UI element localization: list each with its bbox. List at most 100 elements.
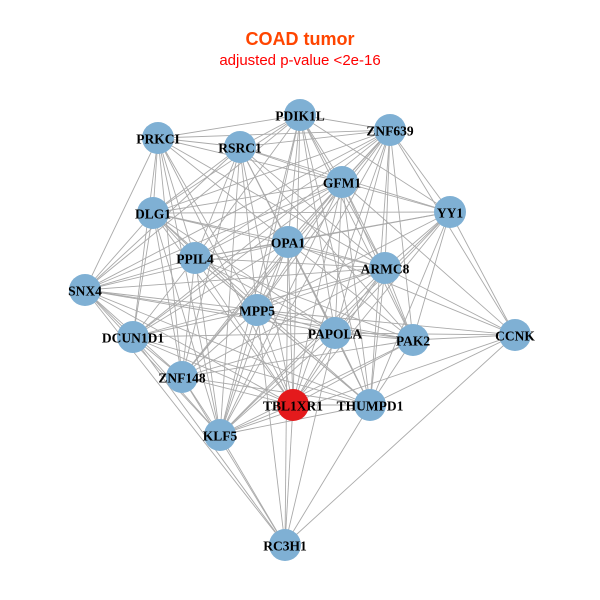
edge-PDIK1L-PRKCI bbox=[157, 114, 301, 139]
edge-PDIK1L-PPIL4 bbox=[194, 114, 301, 259]
edge-DLG1-SNX4 bbox=[84, 212, 154, 291]
node-DCUN1D1[interactable] bbox=[117, 321, 149, 353]
node-PRKCI[interactable] bbox=[142, 122, 174, 154]
edge-ZNF639-PRKCI bbox=[157, 129, 391, 139]
edge-DCUN1D1-THUMPD1 bbox=[132, 336, 371, 406]
node-PAK2[interactable] bbox=[397, 324, 429, 356]
edge-YY1-THUMPD1 bbox=[369, 211, 451, 406]
edge-TBL1XR1-RC3H1 bbox=[284, 404, 294, 546]
node-label-GFM1: GFM1 bbox=[323, 176, 361, 191]
edge-MPP5-RC3H1 bbox=[256, 309, 286, 546]
node-label-DLG1: DLG1 bbox=[135, 207, 171, 222]
edge-PRKCI-DCUN1D1 bbox=[132, 137, 159, 338]
edge-DLG1-KLF5 bbox=[152, 212, 221, 436]
edge-PDIK1L-PAK2 bbox=[299, 114, 414, 341]
node-label-THUMPD1: THUMPD1 bbox=[337, 399, 404, 414]
node-SNX4[interactable] bbox=[69, 274, 101, 306]
node-label-YY1: YY1 bbox=[437, 206, 463, 221]
node-ZNF639[interactable] bbox=[374, 114, 406, 146]
node-label-PAPOLA: PAPOLA bbox=[308, 327, 363, 342]
node-label-SNX4: SNX4 bbox=[68, 284, 102, 299]
node-label-PDIK1L: PDIK1L bbox=[275, 109, 325, 124]
edge-DCUN1D1-TBL1XR1 bbox=[132, 336, 294, 406]
edge-PPIL4-ZNF148 bbox=[181, 257, 196, 378]
edge-GFM1-ZNF148 bbox=[181, 181, 343, 378]
node-PDIK1L[interactable] bbox=[284, 99, 316, 131]
edge-MPP5-DCUN1D1 bbox=[132, 309, 258, 338]
edge-PAK2-CCNK bbox=[412, 334, 516, 341]
edge-DLG1-TBL1XR1 bbox=[152, 212, 294, 406]
edge-GFM1-DCUN1D1 bbox=[132, 181, 343, 338]
edge-DLG1-OPA1 bbox=[152, 212, 289, 243]
node-MPP5[interactable] bbox=[241, 294, 273, 326]
edge-ZNF639-DCUN1D1 bbox=[132, 129, 391, 338]
edge-PRKCI-TBL1XR1 bbox=[157, 137, 294, 406]
edge-YY1-PAK2 bbox=[412, 211, 451, 341]
edge-GFM1-YY1 bbox=[341, 181, 451, 213]
edge-GFM1-PAPOLA bbox=[334, 181, 343, 334]
edge-GFM1-DLG1 bbox=[152, 181, 343, 214]
node-RC3H1[interactable] bbox=[269, 529, 301, 561]
edge-ZNF148-THUMPD1 bbox=[181, 376, 371, 406]
node-label-ARMC8: ARMC8 bbox=[361, 262, 410, 277]
edge-PPIL4-SNX4 bbox=[84, 257, 196, 291]
node-RSRC1[interactable] bbox=[224, 131, 256, 163]
edge-RSRC1-ZNF148 bbox=[181, 146, 241, 378]
edge-ARMC8-KLF5 bbox=[219, 267, 386, 436]
edge-RSRC1-MPP5 bbox=[239, 146, 258, 311]
edge-ZNF148-TBL1XR1 bbox=[181, 376, 294, 406]
edge-OPA1-DCUN1D1 bbox=[132, 241, 289, 338]
edge-RSRC1-DLG1 bbox=[152, 146, 241, 214]
node-DLG1[interactable] bbox=[137, 197, 169, 229]
edge-DLG1-ARMC8 bbox=[152, 212, 386, 269]
edge-PDIK1L-DLG1 bbox=[152, 114, 301, 214]
edge-PRKCI-ZNF148 bbox=[157, 137, 183, 378]
node-label-RSRC1: RSRC1 bbox=[218, 141, 262, 156]
edge-RSRC1-GFM1 bbox=[239, 146, 343, 183]
edge-DLG1-PAPOLA bbox=[152, 212, 336, 334]
node-CCNK[interactable] bbox=[499, 319, 531, 351]
edge-PAPOLA-RC3H1 bbox=[284, 332, 336, 546]
plot-subtitle: adjusted p-value <2e-16 bbox=[219, 52, 381, 69]
node-TBL1XR1[interactable] bbox=[277, 389, 309, 421]
node-KLF5[interactable] bbox=[204, 419, 236, 451]
node-label-CCNK: CCNK bbox=[495, 329, 535, 344]
node-OPA1[interactable] bbox=[272, 226, 304, 258]
node-label-PRKCI: PRKCI bbox=[136, 132, 180, 147]
edge-OPA1-PAK2 bbox=[287, 241, 414, 341]
node-GFM1[interactable] bbox=[326, 166, 358, 198]
node-label-DCUN1D1: DCUN1D1 bbox=[102, 331, 164, 346]
edge-GFM1-THUMPD1 bbox=[341, 181, 371, 406]
node-ZNF148[interactable] bbox=[166, 361, 198, 393]
edge-ARMC8-SNX4 bbox=[84, 267, 386, 291]
node-YY1[interactable] bbox=[434, 196, 466, 228]
node-label-MPP5: MPP5 bbox=[239, 304, 275, 319]
edge-ZNF639-CCNK bbox=[389, 129, 516, 336]
node-label-TBL1XR1: TBL1XR1 bbox=[263, 399, 323, 414]
edge-PAPOLA-DCUN1D1 bbox=[132, 332, 336, 338]
edge-GFM1-TBL1XR1 bbox=[292, 181, 343, 406]
edge-PAK2-TBL1XR1 bbox=[292, 339, 414, 406]
edge-PRKCI-MPP5 bbox=[157, 137, 258, 311]
edge-PPIL4-KLF5 bbox=[194, 257, 221, 436]
edge-ARMC8-CCNK bbox=[384, 267, 516, 336]
edge-ZNF639-SNX4 bbox=[84, 129, 391, 291]
node-label-KLF5: KLF5 bbox=[203, 429, 238, 444]
node-THUMPD1[interactable] bbox=[354, 389, 386, 421]
edge-YY1-CCNK bbox=[449, 211, 516, 336]
edge-ARMC8-ZNF148 bbox=[181, 267, 386, 378]
edge-KLF5-RC3H1 bbox=[219, 434, 286, 546]
node-PPIL4[interactable] bbox=[179, 242, 211, 274]
edge-RSRC1-ARMC8 bbox=[239, 146, 386, 269]
edge-CCNK-THUMPD1 bbox=[369, 334, 516, 406]
edge-PAPOLA-ZNF148 bbox=[181, 332, 336, 378]
node-PAPOLA[interactable] bbox=[319, 317, 351, 349]
edge-THUMPD1-RC3H1 bbox=[284, 404, 371, 546]
node-ARMC8[interactable] bbox=[369, 252, 401, 284]
edge-OPA1-CCNK bbox=[287, 241, 516, 336]
edge-DLG1-DCUN1D1 bbox=[132, 212, 154, 338]
node-label-PPIL4: PPIL4 bbox=[176, 252, 214, 267]
edge-PDIK1L-THUMPD1 bbox=[299, 114, 371, 406]
edge-ZNF639-KLF5 bbox=[219, 129, 391, 436]
